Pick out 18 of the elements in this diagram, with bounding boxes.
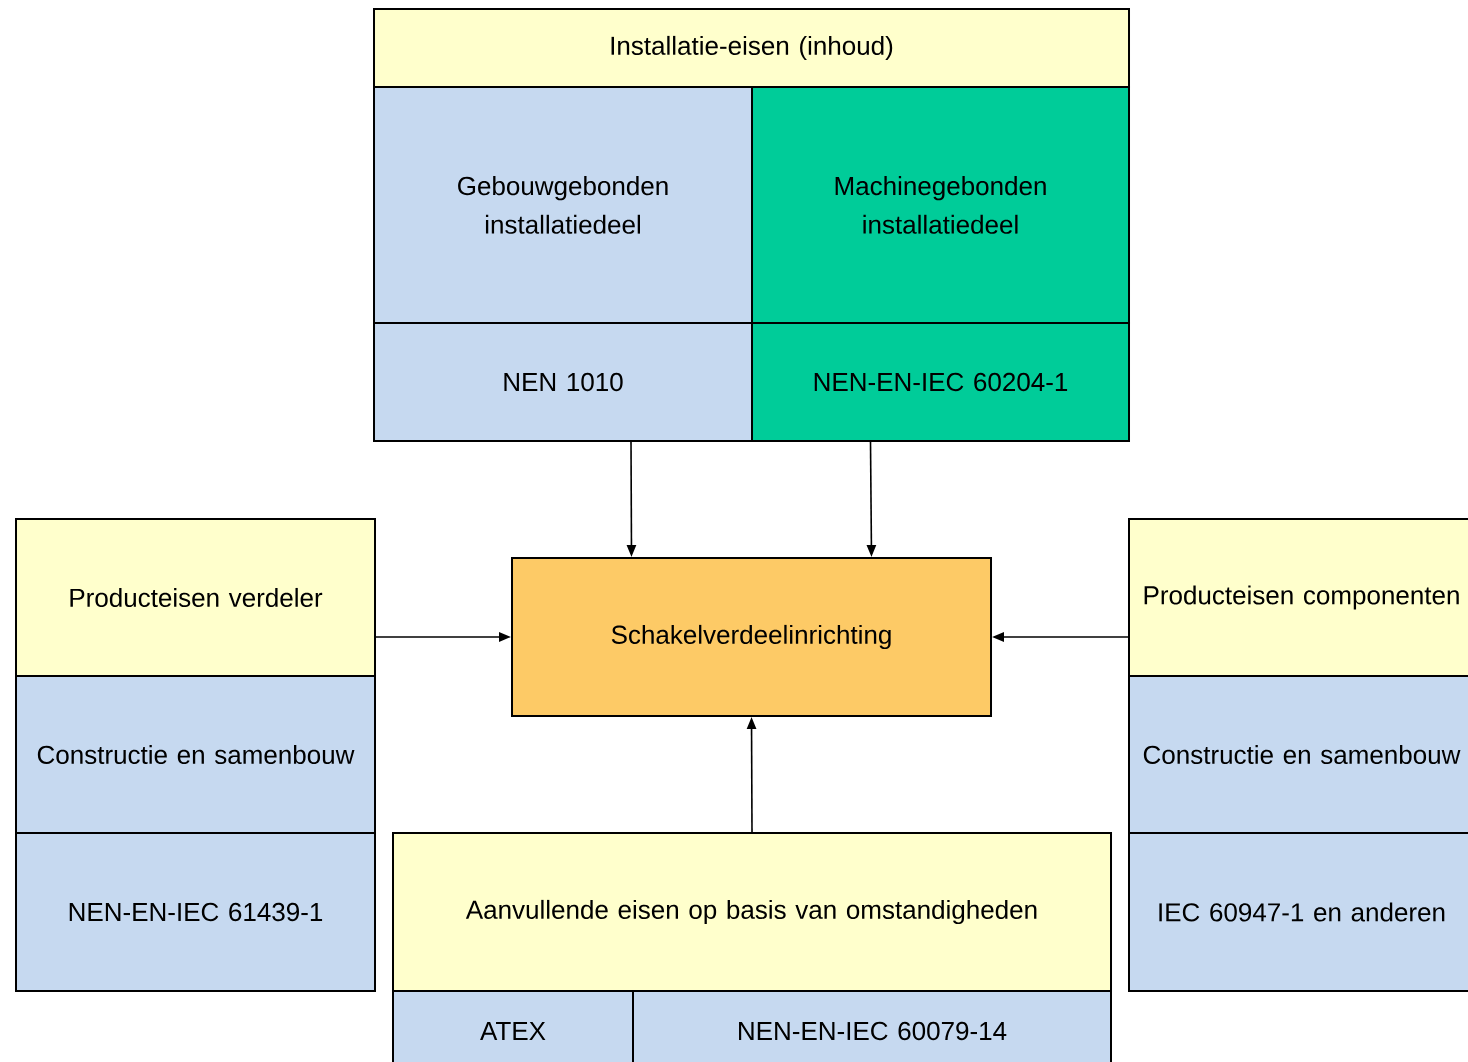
node-label: ATEX [480,1022,546,1040]
table-cell: ATEX [392,990,634,1062]
table-cell: NEN-EN-IEC 60204-1 [751,322,1130,442]
node-label: IEC 60947-1 en anderen [1159,902,1445,922]
header-cell: Producteisen componenten [1128,518,1468,677]
header-cell: Producteisen verdeler [15,518,376,677]
table-cell: Gebouwgebonden installatiedeel [373,86,753,324]
table-cell: IEC 60947-1 en anderen [1128,832,1468,992]
table-cell: Machinegebonden installatiedeel [751,86,1130,324]
table-cell: NEN-EN-IEC 61439-1 [15,832,376,992]
process-box: Schakelverdeelinrichting [511,557,992,717]
header-cell: Installatie-eisen (inhoud) [373,8,1130,88]
table-cell: Constructie en samenbouw [1128,675,1468,834]
node-label: Constructie en samenbouw [1143,744,1461,765]
header-cell: Aanvullende eisen op basis van omstandigheden [392,832,1112,992]
table-cell: NEN 1010 [373,322,753,442]
node-label: NEN-EN-IEC 60079-14 [739,1021,1007,1041]
table-cell: Constructie en samenbouw [15,675,376,834]
